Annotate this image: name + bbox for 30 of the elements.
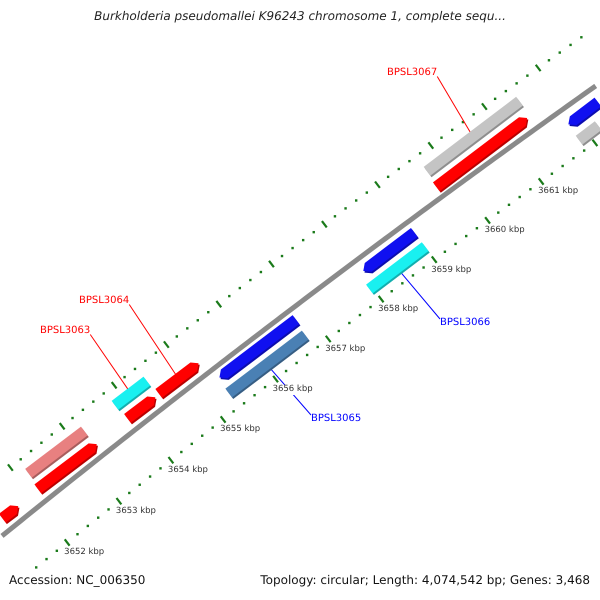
gene-label: BPSL3066 xyxy=(440,317,490,328)
gene-label: BPSL3065 xyxy=(311,413,362,424)
gene-feature xyxy=(576,121,600,146)
gene-feature xyxy=(155,362,200,400)
scale-label: 3652 kbp xyxy=(63,548,106,558)
scale-label: 3655 kbp xyxy=(219,425,262,436)
leader-line xyxy=(436,76,471,134)
scale-label: 3658 kbp xyxy=(377,305,420,315)
gene-feature xyxy=(124,396,157,424)
scale-label: 3656 kbp xyxy=(272,385,314,395)
leader-line xyxy=(400,270,440,320)
gene-label: BPSL3067 xyxy=(387,67,438,78)
leader-line xyxy=(90,334,129,390)
gene-feature xyxy=(568,98,600,127)
scale-label: 3660 kbp xyxy=(484,226,526,236)
gene-feature xyxy=(0,505,20,524)
accession-text: Accession: NC_006350 xyxy=(9,574,146,588)
gene-label: BPSL3063 xyxy=(40,325,90,336)
gene-feature xyxy=(34,443,98,495)
map-title: Burkholderia pseudomallei K96243 chromosome 1, complete sequ... xyxy=(93,10,507,24)
genome-info-text: Topology: circular; Length: 4,074,542 bp; Genes: 3,468 xyxy=(260,574,590,588)
scale-label: 3659 kbp xyxy=(430,266,472,276)
scale-label: 3654 kbp xyxy=(166,466,209,476)
scale-label: 3653 kbp xyxy=(114,507,157,517)
gene-feature xyxy=(366,242,430,295)
leader-line xyxy=(128,304,176,376)
scale-label: 3657 kbp xyxy=(324,344,366,355)
scale-label: 3661 kbp xyxy=(537,187,580,198)
gene-label: BPSL3064 xyxy=(79,295,130,306)
gene-feature xyxy=(432,117,528,193)
